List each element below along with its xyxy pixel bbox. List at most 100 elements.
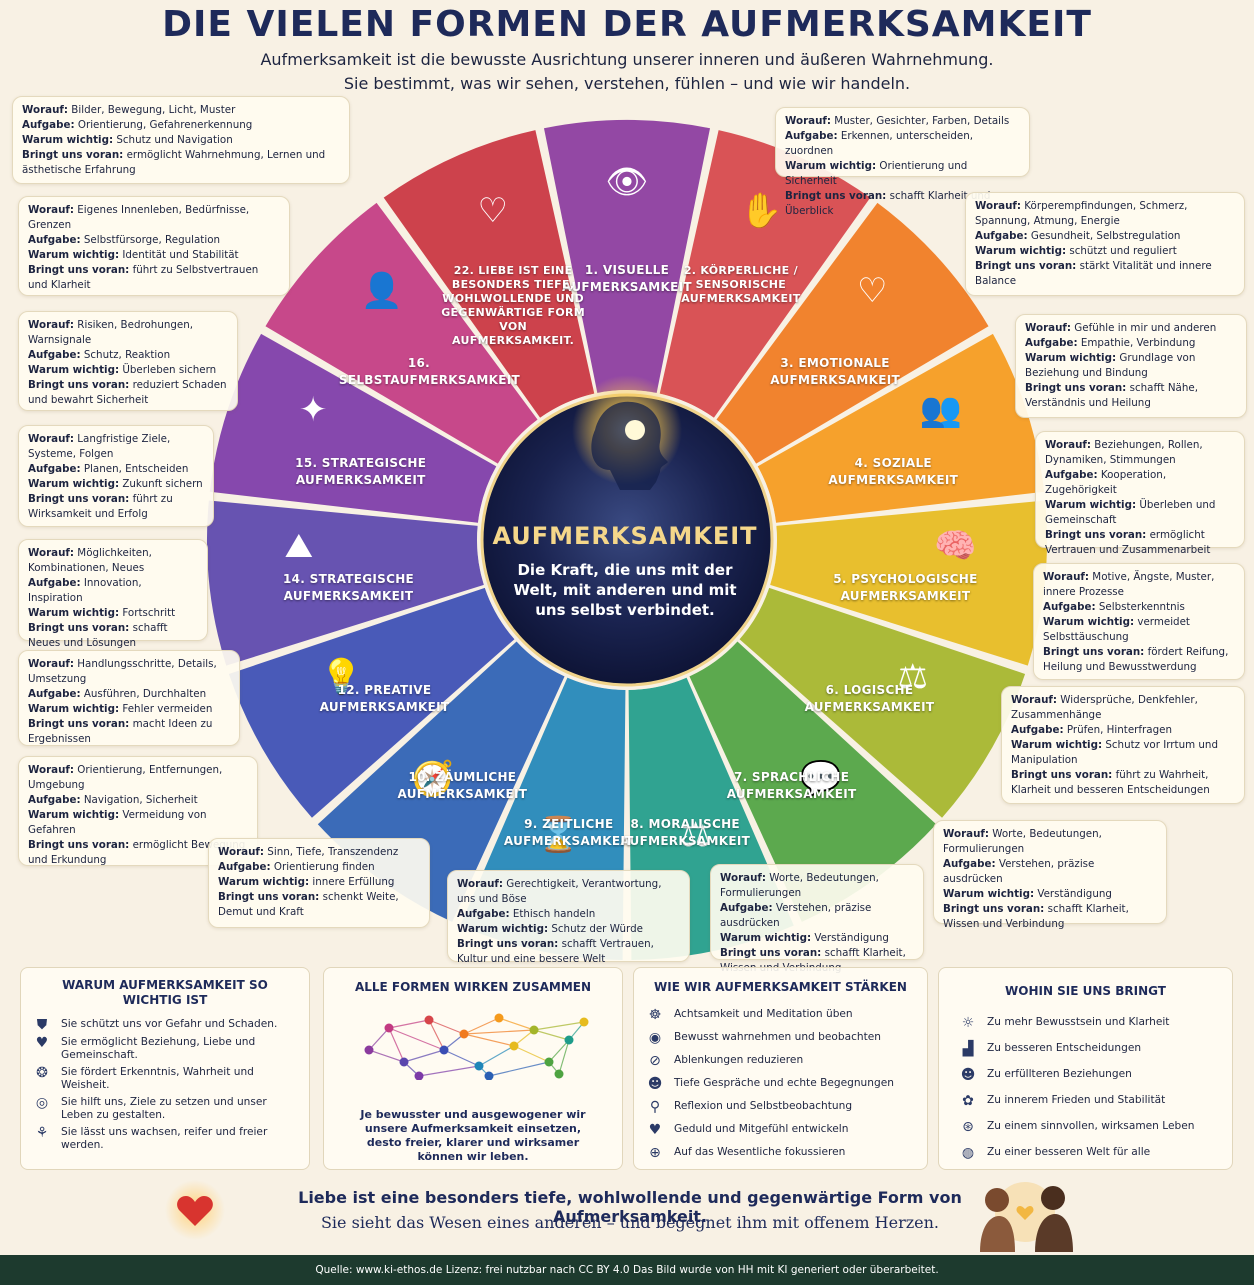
info-value: Fortschritt: [119, 607, 176, 619]
info-row-warum: Warum wichtig: Schutz vor Irrtum und Man…: [1011, 738, 1235, 768]
network-edge: [558, 1039, 570, 1075]
panel-where-item: ▟Zu besseren Entscheidungen: [957, 1042, 1224, 1056]
info-row-aufgabe: Aufgabe: Orientierung, Gefahrenerkennung: [22, 118, 340, 133]
info-value: vermeidet Selbsttäuschung: [1043, 616, 1190, 643]
segment-label-8: 8. MORALISCHE AUFMERKSAMKEIT: [620, 816, 751, 848]
info-key: Worauf:: [1025, 322, 1072, 334]
info-row-warum: Warum wichtig: schützt und reguliert: [975, 244, 1235, 259]
panel-item-text: Sie lässt uns wachsen, reifer und freier…: [61, 1126, 268, 1151]
segment-icon-7: 💬: [799, 758, 843, 799]
info-key: Bringt uns voran:: [1011, 769, 1113, 781]
network-node: [494, 1013, 504, 1023]
info-row-worauf: Worauf: Handlungsschritte, Details, Umse…: [28, 657, 230, 687]
globe-icon: ◍: [961, 1145, 975, 1161]
info-value: Grundlage von Beziehung und Bindung: [1025, 352, 1196, 379]
couple-illustration: [980, 1182, 1073, 1252]
sun-icon: ☼: [961, 1015, 975, 1031]
info-value: Schutz, Reaktion: [80, 349, 171, 361]
segment-icon-10: 🧭: [411, 758, 455, 799]
info-row-worauf: Worauf: Gefühle in mir und anderen: [1025, 321, 1237, 336]
panel-strengthen-item: ⊕Auf das Wesentliche fokussieren: [644, 1146, 919, 1160]
info-value: ermöglicht Vertrauen und Zusammenarbeit: [1045, 529, 1211, 556]
network-edge: [463, 1029, 535, 1035]
panel-why-item: ❂Sie fördert Erkenntnis, Wahrheit und We…: [31, 1066, 301, 1092]
info-value: Überleben und Gemeinschaft: [1045, 499, 1216, 526]
info-value: Sinn, Tiefe, Transzendenz: [264, 846, 399, 858]
magnifier-icon: ⚲: [649, 1099, 661, 1115]
info-key: Warum wichtig:: [28, 478, 120, 490]
info-key: Aufgabe:: [28, 577, 81, 589]
info-row-worauf: Worauf: Langfristige Ziele, Systeme, Fol…: [28, 432, 204, 462]
info-row-worauf: Worauf: Worte, Bedeutungen, Formulierung…: [720, 871, 914, 901]
network-edge: [498, 1017, 535, 1031]
info-value: Identität und Stabilität: [119, 249, 239, 261]
info-key: Bringt uns voran:: [1043, 646, 1145, 658]
info-value: Widersprüche, Denkfehler, Zusammenhänge: [1011, 694, 1198, 721]
info-key: Worauf:: [785, 115, 832, 127]
panel-why-title: WARUM AUFMERKSAMKEIT SO WICHTIG IST: [62, 978, 268, 1007]
info-value: Verständigung: [811, 932, 889, 944]
network-node: [529, 1025, 539, 1035]
info-value: Verständigung: [1034, 888, 1112, 900]
panel-item-text: Geduld und Mitgefühl entwickeln: [674, 1123, 849, 1135]
info-value: Orientierung finden: [270, 861, 375, 873]
info-value: Orientierung, Gefahrenerkennung: [74, 119, 253, 131]
info-key: Worauf:: [28, 658, 75, 670]
panel-strengthen-item: ☸Achtsamkeit und Meditation üben: [644, 1008, 919, 1022]
meditation-icon: ☸: [648, 1007, 662, 1023]
segment-label-4: 4. SOZIALE AUFMERKSAMKEIT: [828, 456, 959, 488]
info-value: schafft Klarheit, Wissen und Verbindung: [943, 903, 1129, 930]
info-row-warum: Warum wichtig: Verständigung: [943, 887, 1157, 902]
info-box-11: Worauf: Handlungsschritte, Details, Umse…: [18, 650, 240, 746]
info-key: Warum wichtig:: [785, 160, 877, 172]
info-key: Aufgabe:: [1011, 724, 1064, 736]
info-row-aufgabe: Aufgabe: Schutz, Reaktion: [28, 348, 228, 363]
footer-source: Quelle: www.ki-ethos.de Lizenz: frei nut…: [0, 1255, 1254, 1285]
network-edge: [463, 1017, 500, 1035]
info-row-voran: Bringt uns voran: führt zu Wirksamkeit u…: [28, 492, 204, 522]
mind-light-icon: [625, 420, 645, 440]
segment-label-14: 16. SELBSTAUFMERKSAMKEIT: [338, 355, 520, 387]
info-value: Motive, Ängste, Muster, innere Prozesse: [1043, 571, 1215, 598]
info-key: Warum wichtig:: [457, 923, 549, 935]
segment-label-9: 9. ZEITLICHE AUFMERKSAMKEIT: [503, 816, 634, 848]
info-key: Warum wichtig:: [28, 703, 120, 715]
info-value: führt zu Selbstvertrauen und Klarheit: [28, 264, 259, 291]
wheel-segment-15: [383, 130, 595, 418]
segment-label-11: 12. PREATIVE AUFMERKSAMKEIT: [319, 683, 450, 714]
info-key: Warum wichtig:: [28, 249, 120, 261]
info-row-warum: Warum wichtig: Schutz der Würde: [457, 922, 680, 937]
info-value: fördert Reifung, Heilung und Bewusstwerd…: [1043, 646, 1229, 673]
network-edge: [428, 1019, 465, 1035]
segment-icon-12: ⛰: [284, 526, 314, 567]
info-row-worauf: Worauf: Eigenes Innenleben, Bedürfnisse,…: [28, 203, 280, 233]
info-key: Aufgabe:: [28, 794, 81, 806]
info-key: Bringt uns voran:: [28, 718, 130, 730]
info-key: Aufgabe:: [975, 230, 1028, 242]
info-value: Möglichkeiten, Kombinationen, Neues: [28, 547, 152, 574]
info-value: Verstehen, präzise ausdrücken: [943, 858, 1095, 885]
info-key: Bringt uns voran:: [218, 891, 320, 903]
info-value: schützt und reguliert: [1066, 245, 1177, 257]
info-row-voran: Bringt uns voran: führt zu Wahrheit, Kla…: [1011, 768, 1235, 798]
info-box-12: Worauf: Widersprüche, Denkfehler, Zusamm…: [1001, 686, 1245, 804]
info-row-aufgabe: Aufgabe: Planen, Entscheiden: [28, 462, 204, 477]
info-row-voran: Bringt uns voran: schenkt Weite, Demut u…: [218, 890, 420, 920]
segment-icon-14: 👤: [360, 271, 403, 312]
info-box-16: Worauf: Gerechtigkeit, Verantwortung, un…: [447, 870, 690, 965]
info-row-voran: Bringt uns voran: ermöglicht Wahrnehmung…: [22, 148, 340, 178]
info-value: Navigation, Sicherheit: [80, 794, 198, 806]
panel-strengthen-item: ⚲Reflexion und Selbstbeobachtung: [644, 1100, 919, 1114]
segment-label-10: 10. ZÄUMLICHE AUFMERKSAMKEIT: [397, 769, 528, 801]
info-key: Aufgabe:: [1043, 601, 1096, 613]
panel-together-title: ALLE FORMEN WIRKEN ZUSAMMEN: [354, 980, 592, 994]
info-key: Bringt uns voran:: [22, 149, 124, 161]
info-box-4: Worauf: Körperempfindungen, Schmerz, Spa…: [965, 192, 1245, 296]
info-box-2: Worauf: Muster, Gesichter, Farben, Detai…: [775, 107, 1030, 217]
network-node: [364, 1045, 374, 1055]
info-key: Aufgabe:: [457, 908, 510, 920]
panel-strengthen: WIE WIR AUFMERKSAMKEIT STÄRKEN ☸Achtsamk…: [633, 967, 928, 1170]
info-key: Worauf:: [1043, 571, 1090, 583]
info-value: Fehler vermeiden: [119, 703, 213, 715]
head-silhouette-icon: [591, 401, 668, 490]
